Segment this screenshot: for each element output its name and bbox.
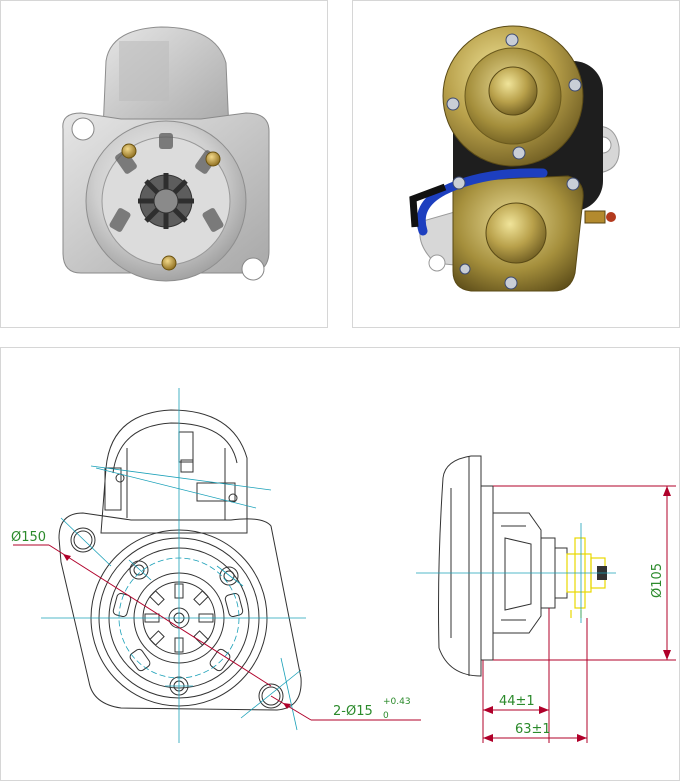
side-view <box>438 455 568 677</box>
flange-hole-callout: Ø150 <box>11 530 46 545</box>
mount-hole-callout: 2-Ø15 <box>333 704 373 719</box>
front-view <box>58 409 302 711</box>
side-view-centerlines <box>416 523 616 623</box>
mount-hole-tolerance-upper: +0.43 <box>383 697 411 707</box>
drawing-canvas: Ø150 2-Ø15 +0.43 0 Ø105 44±1 63±1 <box>11 388 676 743</box>
technical-drawing: Ø150 2-Ø15 +0.43 0 Ø105 44±1 63±1 <box>0 347 680 781</box>
rear-photo-illustration <box>409 25 620 292</box>
front-view-dimension-leaders <box>13 544 421 721</box>
starter-motor-front-photo <box>0 0 328 328</box>
dimension-inner: 44±1 <box>499 694 535 709</box>
side-view-dimensions <box>482 485 676 743</box>
dimension-outer: 63±1 <box>515 722 551 737</box>
starter-motor-rear-photo <box>352 0 680 328</box>
body-diameter-callout: Ø105 <box>650 563 665 598</box>
mount-hole-tolerance-lower: 0 <box>383 711 389 721</box>
front-view-centerlines <box>41 388 306 743</box>
front-photo-illustration <box>62 26 270 282</box>
